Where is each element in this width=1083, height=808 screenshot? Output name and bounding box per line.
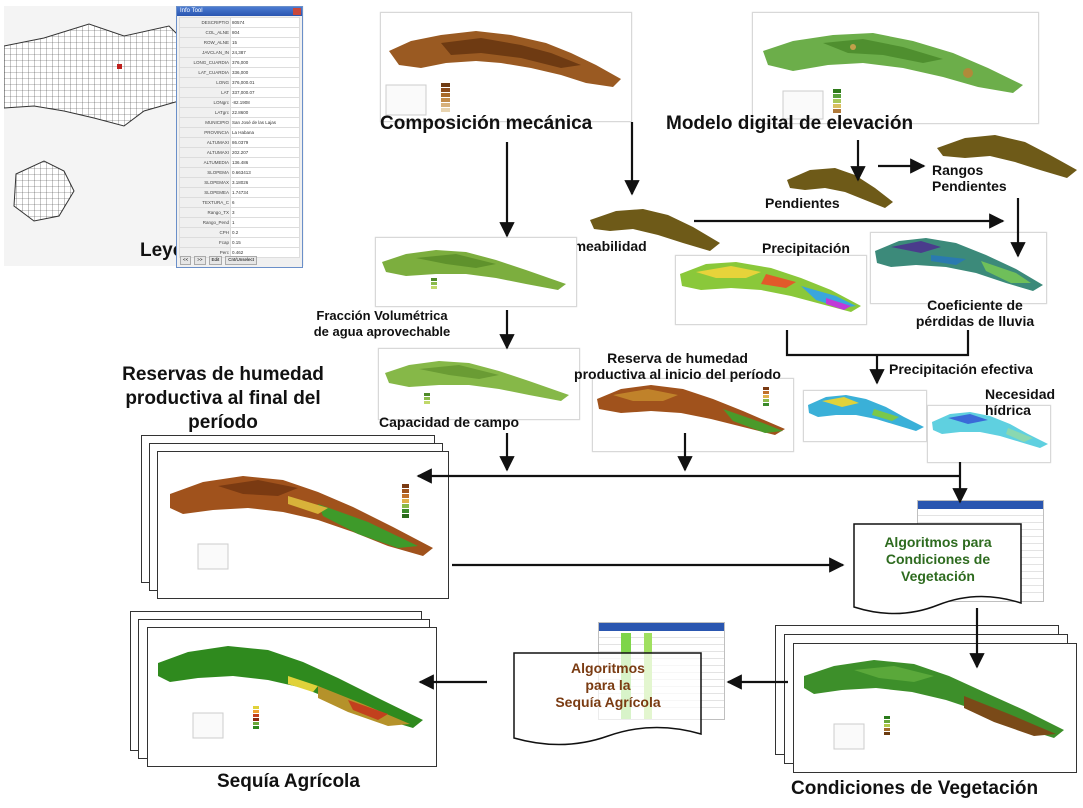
- cuba-map-reservas-final: [170, 476, 433, 570]
- info-tool-footer-button[interactable]: Cnt/Unselect: [225, 256, 258, 265]
- map-necesidad: [927, 405, 1051, 463]
- map-modelo: [752, 12, 1039, 124]
- label-modelo: Modelo digital de elevación: [666, 113, 914, 134]
- label-rangos: Rangos Pendientes: [932, 162, 1007, 194]
- arrow-precipitacion-efectiva: [785, 330, 970, 357]
- map-rangos: [937, 135, 1077, 178]
- cuba-map-fraccion: [382, 250, 566, 290]
- label-necesidad: Necesidad hídrica: [985, 386, 1056, 418]
- label-precipitacion: Precipitación: [762, 240, 850, 256]
- map-reserva-inicio: [592, 378, 794, 452]
- info-tool-footer-button[interactable]: Edit: [208, 256, 223, 265]
- map-precipitacion: [675, 255, 867, 325]
- algo-vegetacion-text: Algoritmos para Condiciones de Vegetació…: [884, 534, 992, 584]
- info-tool-value[interactable]: 0.462: [230, 247, 300, 258]
- label-reservas-final: Reservas de humedad productiva al final …: [122, 364, 324, 433]
- cuba-map-vegetacion: [804, 660, 1064, 750]
- label-leyenda: Leye: [140, 240, 184, 261]
- info-tool-title: Info Tool: [180, 8, 203, 14]
- cuba-map-necesidad: [932, 412, 1048, 448]
- cuba-map-sequia: [158, 646, 423, 739]
- cuba-map-precipitacion: [680, 262, 861, 312]
- close-icon[interactable]: [293, 8, 301, 15]
- label-fraccion: Fracción Volumétrica de agua aprovechabl…: [313, 308, 451, 339]
- map-precip-efectiva: [803, 390, 927, 442]
- label-reserva-inicio: Reserva de humedad productiva al inicio …: [574, 350, 781, 382]
- label-capacidad: Capacidad de campo: [379, 414, 520, 430]
- stack-reservas-front: [157, 451, 449, 599]
- cuba-map-capacidad: [385, 361, 569, 404]
- cuba-map-composicion: [385, 31, 621, 116]
- label-precip-efectiva: Precipitación efectiva: [889, 361, 1033, 377]
- stack-vegetacion-front: [793, 643, 1077, 773]
- doc-algoritmos-sequia: [513, 652, 702, 746]
- map-pendientes: [787, 168, 893, 208]
- cuba-map-elevacion: [763, 33, 1023, 120]
- doc-algoritmos-vegetacion: [853, 523, 1022, 615]
- label-pendientes: Pendientes: [765, 195, 840, 211]
- label-sequia: Sequía Agrícola: [217, 771, 360, 792]
- label-composicion: Composición mecánica: [380, 113, 593, 134]
- info-tool-footer-button[interactable]: >>: [194, 256, 206, 265]
- stack-sequia-front: [147, 627, 437, 767]
- map-composicion: [380, 12, 632, 122]
- label-coeficiente: Coeficiente de pérdidas de lluvia: [915, 297, 1035, 329]
- map-fraccion: [375, 237, 577, 307]
- map-capacidad: [378, 348, 580, 420]
- cuba-map-reserva-inicio: [597, 385, 785, 435]
- label-condiciones: Condiciones de Vegetación: [791, 778, 1039, 799]
- info-tool-footer-button[interactable]: <<: [180, 256, 192, 265]
- map-permeabilidad: [590, 209, 720, 251]
- info-tool-titlebar[interactable]: Info Tool: [177, 7, 302, 16]
- algo-sequia-text: Algoritmos para la Sequía Agrícola: [555, 660, 661, 710]
- cuba-map-precip-efectiva: [808, 395, 924, 431]
- cuba-map-coeficiente: [875, 238, 1043, 291]
